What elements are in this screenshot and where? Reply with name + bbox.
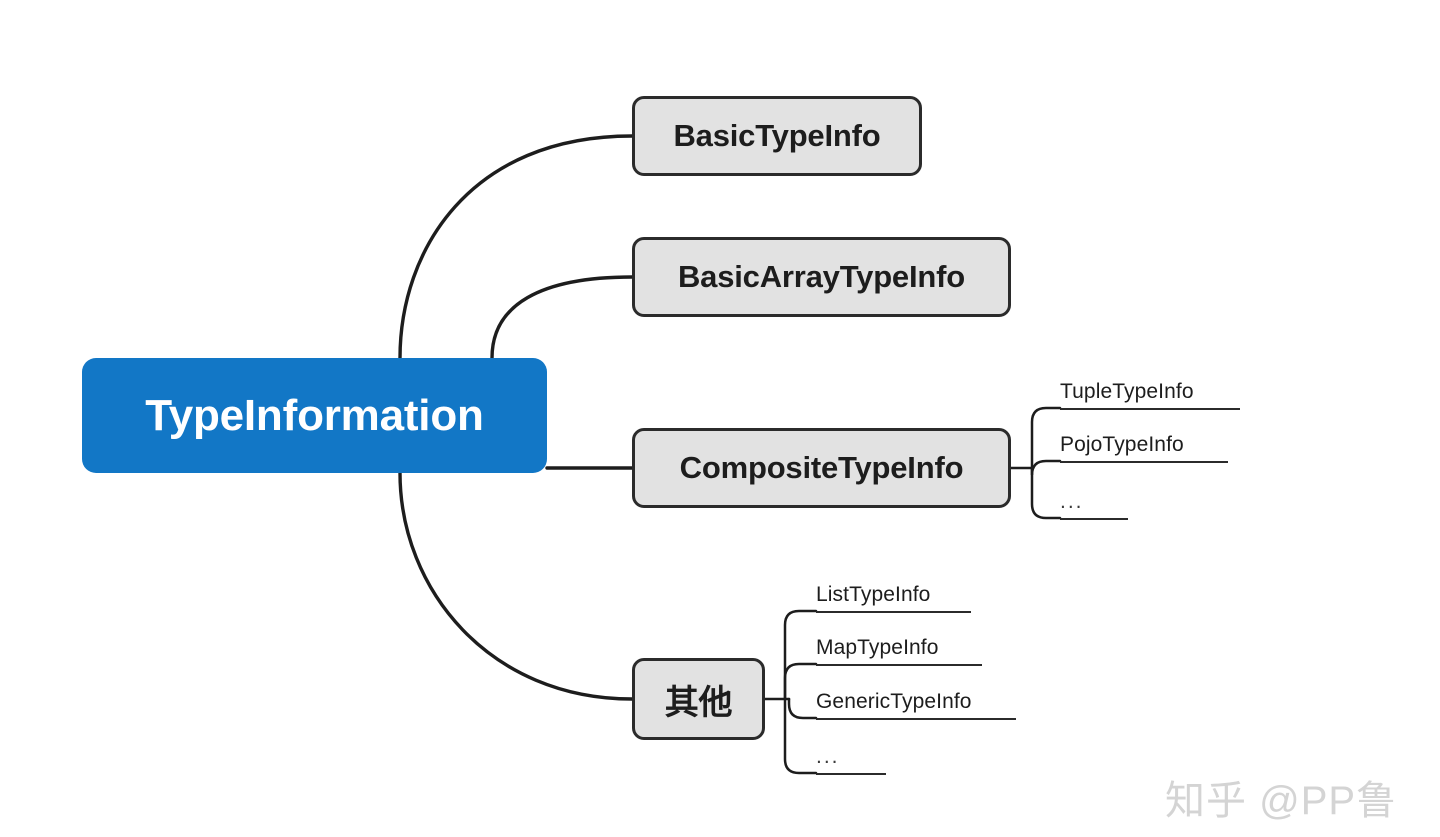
subitem-label: PojoTypeInfo bbox=[1060, 433, 1184, 456]
subitem-composite-type-info-2[interactable]: ... bbox=[1060, 488, 1128, 520]
branch-node-composite-type-info-label: CompositeTypeInfo bbox=[679, 450, 964, 485]
bracket-other-1 bbox=[783, 662, 818, 701]
branch-node-basic-type-info-label: BasicTypeInfo bbox=[673, 118, 881, 153]
edge-root-to-basic-array-type-info bbox=[490, 275, 634, 360]
subitem-underline bbox=[816, 664, 982, 666]
branch-node-basic-array-type-info-label: BasicArrayTypeInfo bbox=[678, 259, 965, 294]
branch-node-basic-type-info[interactable]: BasicTypeInfo bbox=[632, 96, 922, 176]
bracket-other-2 bbox=[787, 697, 818, 720]
subitem-label: ListTypeInfo bbox=[816, 583, 931, 606]
subitem-label: ... bbox=[816, 745, 840, 768]
edge-root-to-basic-type-info bbox=[398, 134, 634, 360]
subitem-label: TupleTypeInfo bbox=[1060, 380, 1194, 403]
branch-node-basic-array-type-info[interactable]: BasicArrayTypeInfo bbox=[632, 237, 1011, 317]
branch-node-other-label: 其他 bbox=[664, 683, 733, 722]
subitem-underline bbox=[816, 718, 1016, 720]
bracket-composite-type-info-0 bbox=[1030, 406, 1062, 470]
subitem-composite-type-info-1[interactable]: PojoTypeInfo bbox=[1060, 431, 1228, 463]
branch-node-other[interactable]: 其他 bbox=[632, 658, 765, 740]
bracket-composite-type-info-1 bbox=[1030, 459, 1062, 476]
subitem-underline bbox=[816, 773, 886, 775]
bracket-composite-type-info-2 bbox=[1030, 466, 1062, 520]
subitem-underline bbox=[1060, 461, 1228, 463]
edge-root-to-other bbox=[398, 471, 634, 701]
subitem-other-1[interactable]: MapTypeInfo bbox=[816, 634, 982, 666]
subitem-other-0[interactable]: ListTypeInfo bbox=[816, 581, 971, 613]
bracket-other-0 bbox=[783, 609, 818, 701]
subitem-underline bbox=[1060, 408, 1240, 410]
subitem-label: GenericTypeInfo bbox=[816, 690, 972, 713]
subitem-underline bbox=[1060, 518, 1128, 520]
subitem-underline bbox=[816, 611, 971, 613]
subitem-composite-type-info-0[interactable]: TupleTypeInfo bbox=[1060, 378, 1240, 410]
subitem-label: ... bbox=[1060, 490, 1084, 513]
subitem-other-3[interactable]: ... bbox=[816, 743, 886, 775]
subitem-other-2[interactable]: GenericTypeInfo bbox=[816, 688, 1016, 720]
bracket-other-3 bbox=[783, 697, 818, 775]
root-node-typeinformation-label: TypeInformation bbox=[145, 390, 484, 440]
branch-node-composite-type-info[interactable]: CompositeTypeInfo bbox=[632, 428, 1011, 508]
subitem-label: MapTypeInfo bbox=[816, 636, 939, 659]
watermark: 知乎 @PP鲁 bbox=[1165, 779, 1398, 823]
root-node-typeinformation[interactable]: TypeInformation bbox=[82, 358, 547, 473]
